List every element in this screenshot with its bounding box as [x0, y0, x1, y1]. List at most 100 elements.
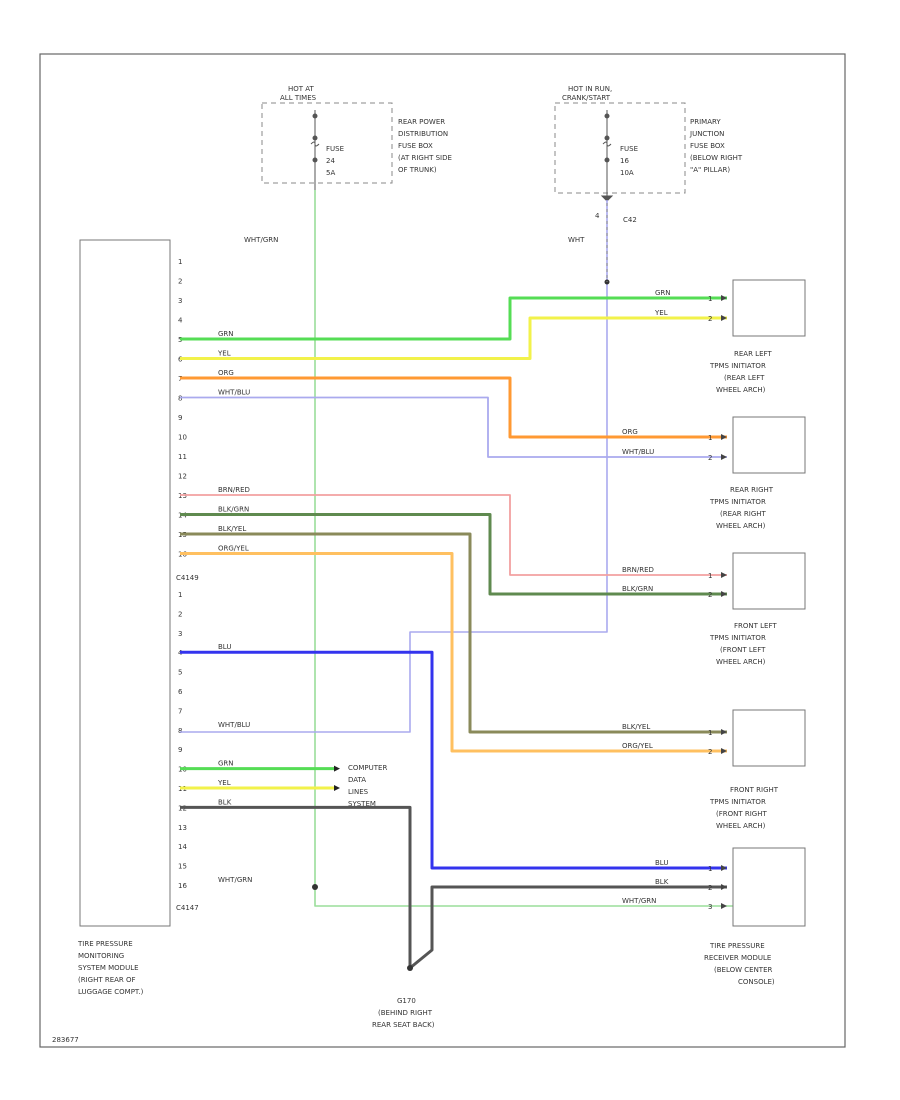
- org-yel-wire-a: [180, 552, 727, 753]
- primary-location-line-3: FUSE BOX: [690, 142, 725, 150]
- wire-b-label-1: WHT/BLU: [218, 721, 250, 729]
- fl-name-4: WHEEL ARCH): [716, 658, 766, 666]
- fr-name-3: (FRONT RIGHT: [716, 810, 767, 818]
- initiator-0-pin-1: 2: [708, 315, 712, 323]
- fr-name-1: FRONT RIGHT: [730, 786, 779, 794]
- module-pin-b-16: 16: [178, 882, 187, 890]
- primary-location-line-5: "A" PILLAR): [690, 166, 730, 174]
- c42-pin-label: 4: [595, 212, 600, 220]
- module-pin-b-8: 8: [178, 727, 182, 735]
- rx-name-4: CONSOLE): [738, 978, 775, 986]
- rear-fuse-line-3: 5A: [326, 169, 335, 177]
- rear-location-line-1: REAR POWER: [398, 118, 445, 126]
- initiator-3-arrow-1: [721, 748, 727, 754]
- rear-fuse-symbol: [310, 110, 320, 190]
- wire-a-label-7: ORG/YEL: [218, 545, 249, 553]
- tpms-module-box: [79, 239, 171, 927]
- primary-junction-fuse-box: HOT IN RUN, CRANK/START FUSE 16 10A PRIM…: [554, 85, 743, 194]
- module-pin-b-7: 7: [178, 707, 182, 715]
- wire-b-label-4: BLK: [218, 798, 232, 806]
- rl-name-1: REAR LEFT: [734, 350, 772, 358]
- yel-wire-a: [180, 316, 727, 360]
- conn-a-label: C4149: [176, 574, 199, 582]
- receiver-wire-label-0: BLU: [655, 859, 668, 867]
- receiver-pin-2: 3: [708, 903, 712, 911]
- module-pin-b-13: 13: [178, 824, 187, 832]
- module-pin-b-6: 6: [178, 688, 183, 696]
- initiator-3-pin-1: 2: [708, 748, 712, 756]
- module-pin-a-4: 4: [178, 317, 183, 325]
- computer-data-line-3: LINES: [348, 788, 369, 796]
- initiator-0-wire-label-0: GRN: [655, 289, 671, 297]
- brn-red-wire-a: [180, 494, 727, 576]
- rr-name-2: TPMS INITIATOR: [709, 498, 766, 506]
- wires: [180, 190, 733, 971]
- rear-power-fuse-box: HOT AT ALL TIMES FUSE 24 5A REAR POWER D…: [261, 85, 452, 184]
- grn-wire-a: [180, 296, 727, 341]
- receiver-arrow-2: [721, 903, 727, 909]
- primary-hot-line-1: HOT IN RUN,: [568, 85, 612, 93]
- rear-location-line-4: (AT RIGHT SIDE: [398, 154, 452, 162]
- run-feed-wire-label: WHT: [568, 236, 585, 244]
- receiver-wire-label-2: WHT/GRN: [622, 897, 656, 905]
- receiver-arrow-0: [721, 865, 727, 871]
- module-pin-a-12: 12: [178, 473, 187, 481]
- primary-location-line-4: (BELOW RIGHT: [690, 154, 743, 162]
- receiver-module: TIRE PRESSURE RECEIVER MODULE (BELOW CEN…: [704, 847, 806, 986]
- blk-yel-wire-a: [180, 532, 727, 734]
- module-pin-b-3: 3: [178, 630, 182, 638]
- wire-a-label-0: GRN: [218, 330, 234, 338]
- fr-name-2: TPMS INITIATOR: [709, 798, 766, 806]
- ground-dot: [407, 965, 413, 971]
- primary-location-line-2: JUNCTION: [689, 130, 724, 138]
- primary-fuse-line-2: 16: [620, 157, 629, 165]
- module-pin-b-9: 9: [178, 746, 182, 754]
- receiver-arrow-1: [721, 884, 727, 890]
- initiator-1-wire-label-0: ORG: [622, 428, 638, 436]
- initiator-3-pin-0: 1: [708, 729, 712, 737]
- conn-b-label: C4147: [176, 904, 199, 912]
- primary-fuse-symbol: [600, 110, 614, 202]
- rl-name-3: (REAR LEFT: [724, 374, 765, 382]
- wire-b-label-2: GRN: [218, 760, 234, 768]
- rear-location-line-2: DISTRIBUTION: [398, 130, 448, 138]
- initiator-2-arrow-1: [721, 591, 727, 597]
- module-pin-a-9: 9: [178, 414, 182, 422]
- rear-feed-wire-label: WHT/GRN: [244, 236, 278, 244]
- module-name-line-3: SYSTEM MODULE: [78, 964, 139, 972]
- rear-left-initiator: REAR LEFT TPMS INITIATOR (REAR LEFT WHEE…: [709, 279, 806, 394]
- module-name-line-4: (RIGHT REAR OF: [78, 976, 136, 984]
- wire-b-label-3: YEL: [217, 779, 231, 787]
- module-pin-b-2: 2: [178, 610, 182, 618]
- rx-name-1: TIRE PRESSURE: [709, 942, 765, 950]
- footer-code: 283677: [52, 1036, 79, 1044]
- c42-label: C42: [623, 216, 637, 224]
- splice-dot: [312, 884, 318, 890]
- wire-a-label-3: WHT/BLU: [218, 389, 250, 397]
- initiator-3-wire-label-1: ORG/YEL: [622, 742, 653, 750]
- module-pin-a-11: 11: [178, 453, 187, 461]
- ground-location-line-2: REAR SEAT BACK): [372, 1021, 435, 1029]
- blu-wire-b: [180, 650, 727, 870]
- initiator-1-wire-label-1: WHT/BLU: [622, 448, 654, 456]
- wire-b-label-0: BLU: [218, 643, 231, 651]
- fl-name-2: TPMS INITIATOR: [709, 634, 766, 642]
- diagram-border: [39, 53, 846, 1048]
- data-line-arrow-yel: [334, 785, 340, 791]
- wire-color-labels: GRNYELORGWHT/BLUBRN/REDBLK/GRNBLK/YELORG…: [217, 289, 712, 911]
- module-pin-a-8: 8: [178, 395, 182, 403]
- ground-location-line-1: (BEHIND RIGHT: [378, 1009, 433, 1017]
- rear-right-initiator: REAR RIGHT TPMS INITIATOR (REAR RIGHT WH…: [709, 416, 806, 530]
- blk-wire-b: [180, 805, 412, 968]
- receiver-pin-0: 1: [708, 865, 712, 873]
- initiator-2-wire-label-0: BRN/RED: [622, 566, 654, 574]
- initiator-2-wire-label-1: BLK/GRN: [622, 585, 653, 593]
- fl-name-3: (FRONT LEFT: [720, 646, 766, 654]
- rear-fuse-line-2: 24: [326, 157, 335, 165]
- module-pin-a-1: 1: [178, 258, 182, 266]
- receiver-pin-1: 2: [708, 884, 712, 892]
- initiator-0-arrow-0: [721, 295, 727, 301]
- rx-name-3: (BELOW CENTER: [714, 966, 773, 974]
- primary-fuse-line-1: FUSE: [620, 145, 638, 153]
- rl-name-2: TPMS INITIATOR: [709, 362, 766, 370]
